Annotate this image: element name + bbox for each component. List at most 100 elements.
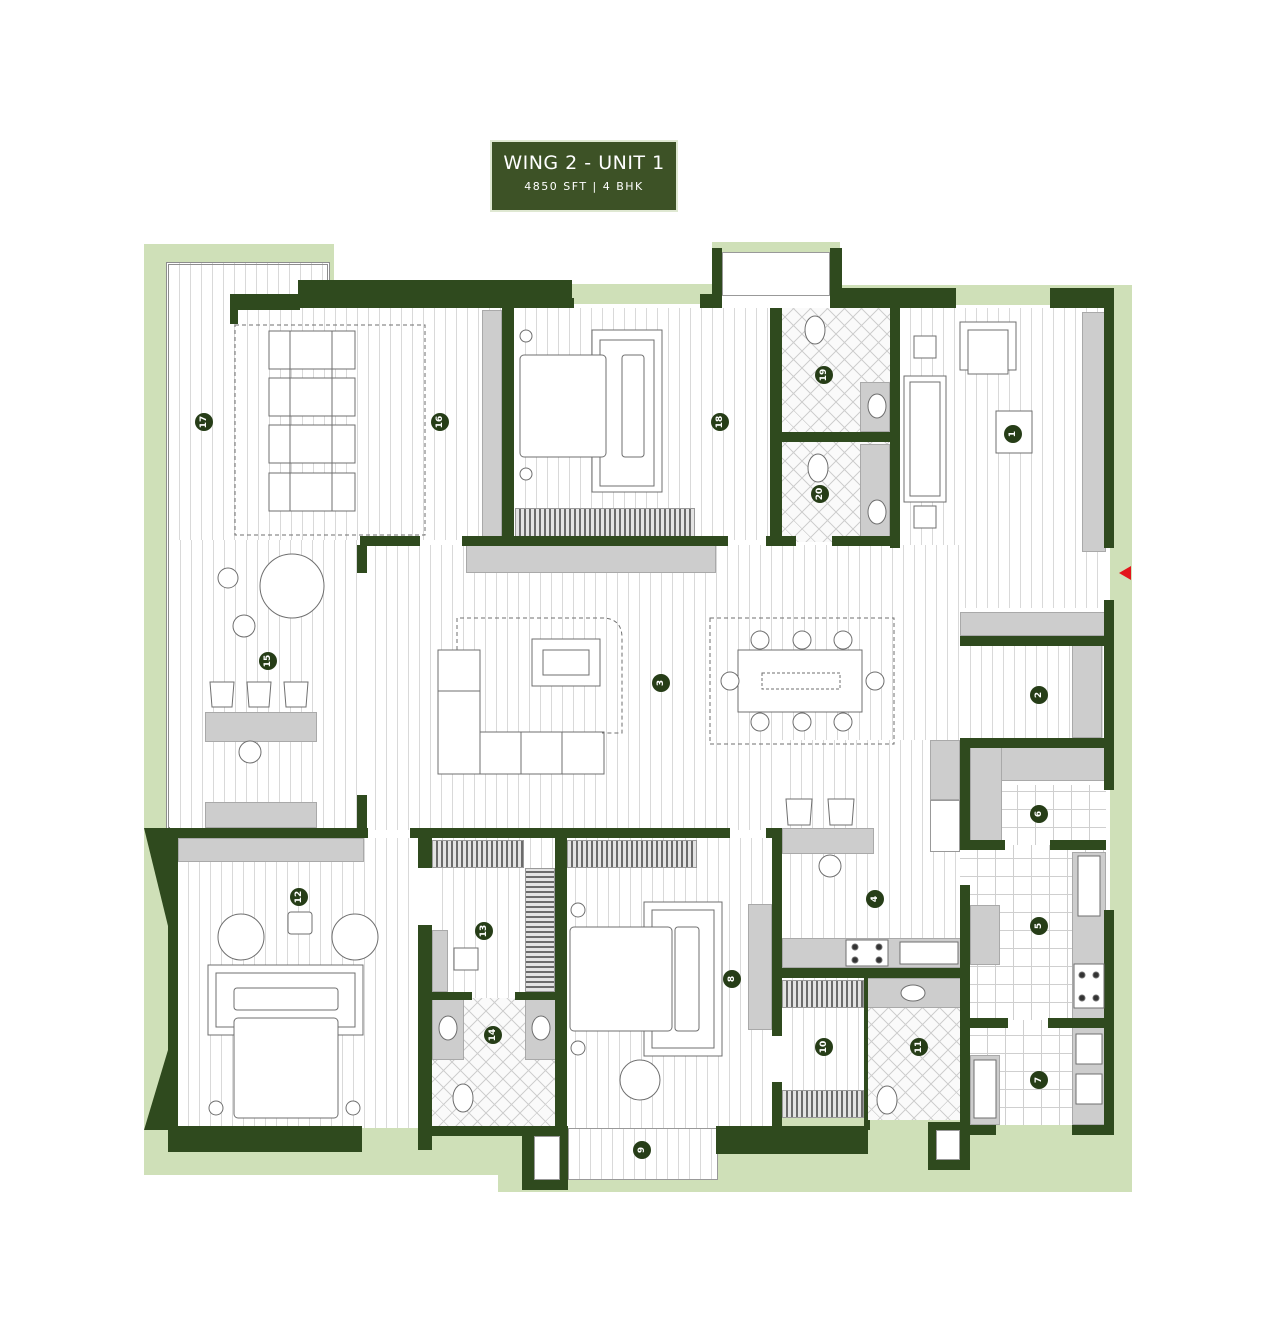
wall-right-lower	[1104, 910, 1114, 1130]
room-9-balcony	[568, 1128, 718, 1180]
landscape-top-shaft	[712, 242, 840, 252]
wall-bottom-bed12	[168, 1126, 362, 1152]
wall-room2-bottom	[960, 738, 1106, 748]
wall-bottom-bath14	[432, 1126, 568, 1136]
dress-10-wardrobe-bottom	[782, 1090, 864, 1118]
room-marker-17: 17	[195, 413, 213, 431]
fridge-unit	[930, 740, 960, 800]
wall-bath-foyer	[890, 308, 900, 548]
lounge-bar-counter	[205, 712, 317, 742]
room-marker-18: 18	[711, 413, 729, 431]
unit-title: WING 2 - UNIT 1	[503, 152, 665, 174]
room-2-storage	[1072, 644, 1102, 738]
room-4-dry-kitchen	[780, 740, 962, 970]
fridge-door	[930, 800, 960, 852]
wall-shaft-left	[712, 248, 722, 308]
shaft-11	[936, 1130, 960, 1160]
wall-bed8-kitchen	[772, 828, 782, 1036]
lounge-console	[205, 802, 317, 828]
wall-theatre-bed18	[502, 308, 514, 540]
wall-top-bed18	[572, 298, 574, 308]
room-marker-1: 1	[1004, 425, 1022, 443]
wall-right-upper	[1104, 288, 1114, 548]
room-marker-13: 13	[475, 922, 493, 940]
wall-dress-bed8	[555, 838, 567, 1128]
wall-row1-bottom-d	[832, 536, 900, 546]
wall-utility-bottom-a	[960, 840, 1005, 850]
landscape-right	[1110, 285, 1132, 1165]
utility-counter-side	[970, 745, 1002, 841]
wall-lounge-living	[357, 545, 367, 573]
wall-kitchen-left-b	[960, 885, 970, 1135]
wall-utility-bottom-b	[1050, 840, 1106, 850]
wall-row2-top-a	[168, 828, 368, 838]
wall-bed12-dress-b	[418, 925, 432, 1150]
wall-room2-top	[960, 636, 1106, 646]
room-marker-4: 4	[866, 890, 884, 908]
bedroom-8-tv-unit	[748, 904, 772, 1030]
foyer-console	[1082, 312, 1106, 552]
wall-bed8-kitchen-b	[772, 1082, 782, 1128]
room-marker-3: 3	[652, 674, 670, 692]
wall-top-bed18b	[700, 294, 712, 308]
wall-top-theatre	[230, 294, 300, 310]
wall-dress13-bath14	[432, 992, 472, 1000]
room-marker-14: 14	[484, 1026, 502, 1044]
landscape-top-mid	[570, 284, 720, 304]
room-marker-10: 10	[815, 1038, 833, 1056]
breakfast-counter	[782, 828, 874, 854]
room-marker-6: 6	[1030, 805, 1048, 823]
room-marker-12: 12	[290, 888, 308, 906]
wall-kitchen-left	[960, 738, 970, 850]
wall-lounge-living-b	[357, 795, 367, 830]
wall-row1-bottom-a	[360, 536, 420, 546]
room-marker-2: 2	[1030, 686, 1048, 704]
room-marker-19: 19	[815, 366, 833, 384]
bedroom-18-wardrobe	[515, 508, 695, 538]
wall-kitchen-dress10	[782, 968, 962, 978]
wall-left-theatre	[230, 294, 238, 310]
bedroom-12-wardrobe	[178, 838, 364, 862]
room-marker-7: 7	[1030, 1071, 1048, 1089]
dress-10-wardrobe-top	[782, 980, 864, 1008]
theatre-recliners	[268, 330, 356, 512]
entry-arrow-icon	[1119, 566, 1131, 580]
unit-subtitle: 4850 SFT | 4 BHK	[524, 180, 644, 193]
wall-service-bottom-b	[1072, 1125, 1114, 1135]
room-marker-15: 15	[259, 652, 277, 670]
room-marker-8: 8	[723, 970, 741, 988]
wall-service-bottom-a	[960, 1125, 996, 1135]
wall-left-bed12	[168, 828, 178, 1128]
wall-service-top-a	[960, 1018, 1008, 1028]
wall-service-top-b	[1048, 1018, 1106, 1028]
room-marker-9: 9	[633, 1141, 651, 1159]
wall-dress13-bath14-b	[515, 992, 555, 1000]
room-marker-11: 11	[910, 1038, 928, 1056]
room-marker-5: 5	[1030, 917, 1048, 935]
wall-row1-bottom-c	[766, 536, 796, 546]
wall-bed12-dress	[418, 828, 432, 868]
wall-top-foyer	[1050, 288, 1114, 308]
unit-title-badge: WING 2 - UNIT 1 4850 SFT | 4 BHK	[490, 140, 678, 212]
top-shaft	[722, 252, 830, 296]
wall-row1-bottom-b	[462, 536, 728, 546]
wall-bath-split	[782, 432, 890, 442]
room-marker-16: 16	[431, 413, 449, 431]
foyer-shoe-rack	[960, 612, 1106, 636]
wall-top-bath	[830, 288, 956, 308]
wall-dress10-bath11	[864, 978, 868, 1128]
bedroom-8-wardrobe	[567, 840, 697, 868]
room-6-utility	[1000, 785, 1106, 845]
kitchen-counter-left	[970, 905, 1000, 965]
wall-bottom-bath11	[866, 1120, 870, 1130]
wall-bed18-bath	[770, 308, 782, 540]
room-marker-20: 20	[811, 485, 829, 503]
wall-right-mid	[1104, 600, 1114, 790]
dress-13-wardrobe-side	[525, 868, 555, 992]
dress-13-shelf	[432, 930, 448, 992]
shaft-bottom	[534, 1136, 560, 1180]
wall-bottom-bed8	[716, 1126, 868, 1154]
wall-row2-top-b	[410, 828, 730, 838]
wall-top-main	[298, 280, 572, 308]
